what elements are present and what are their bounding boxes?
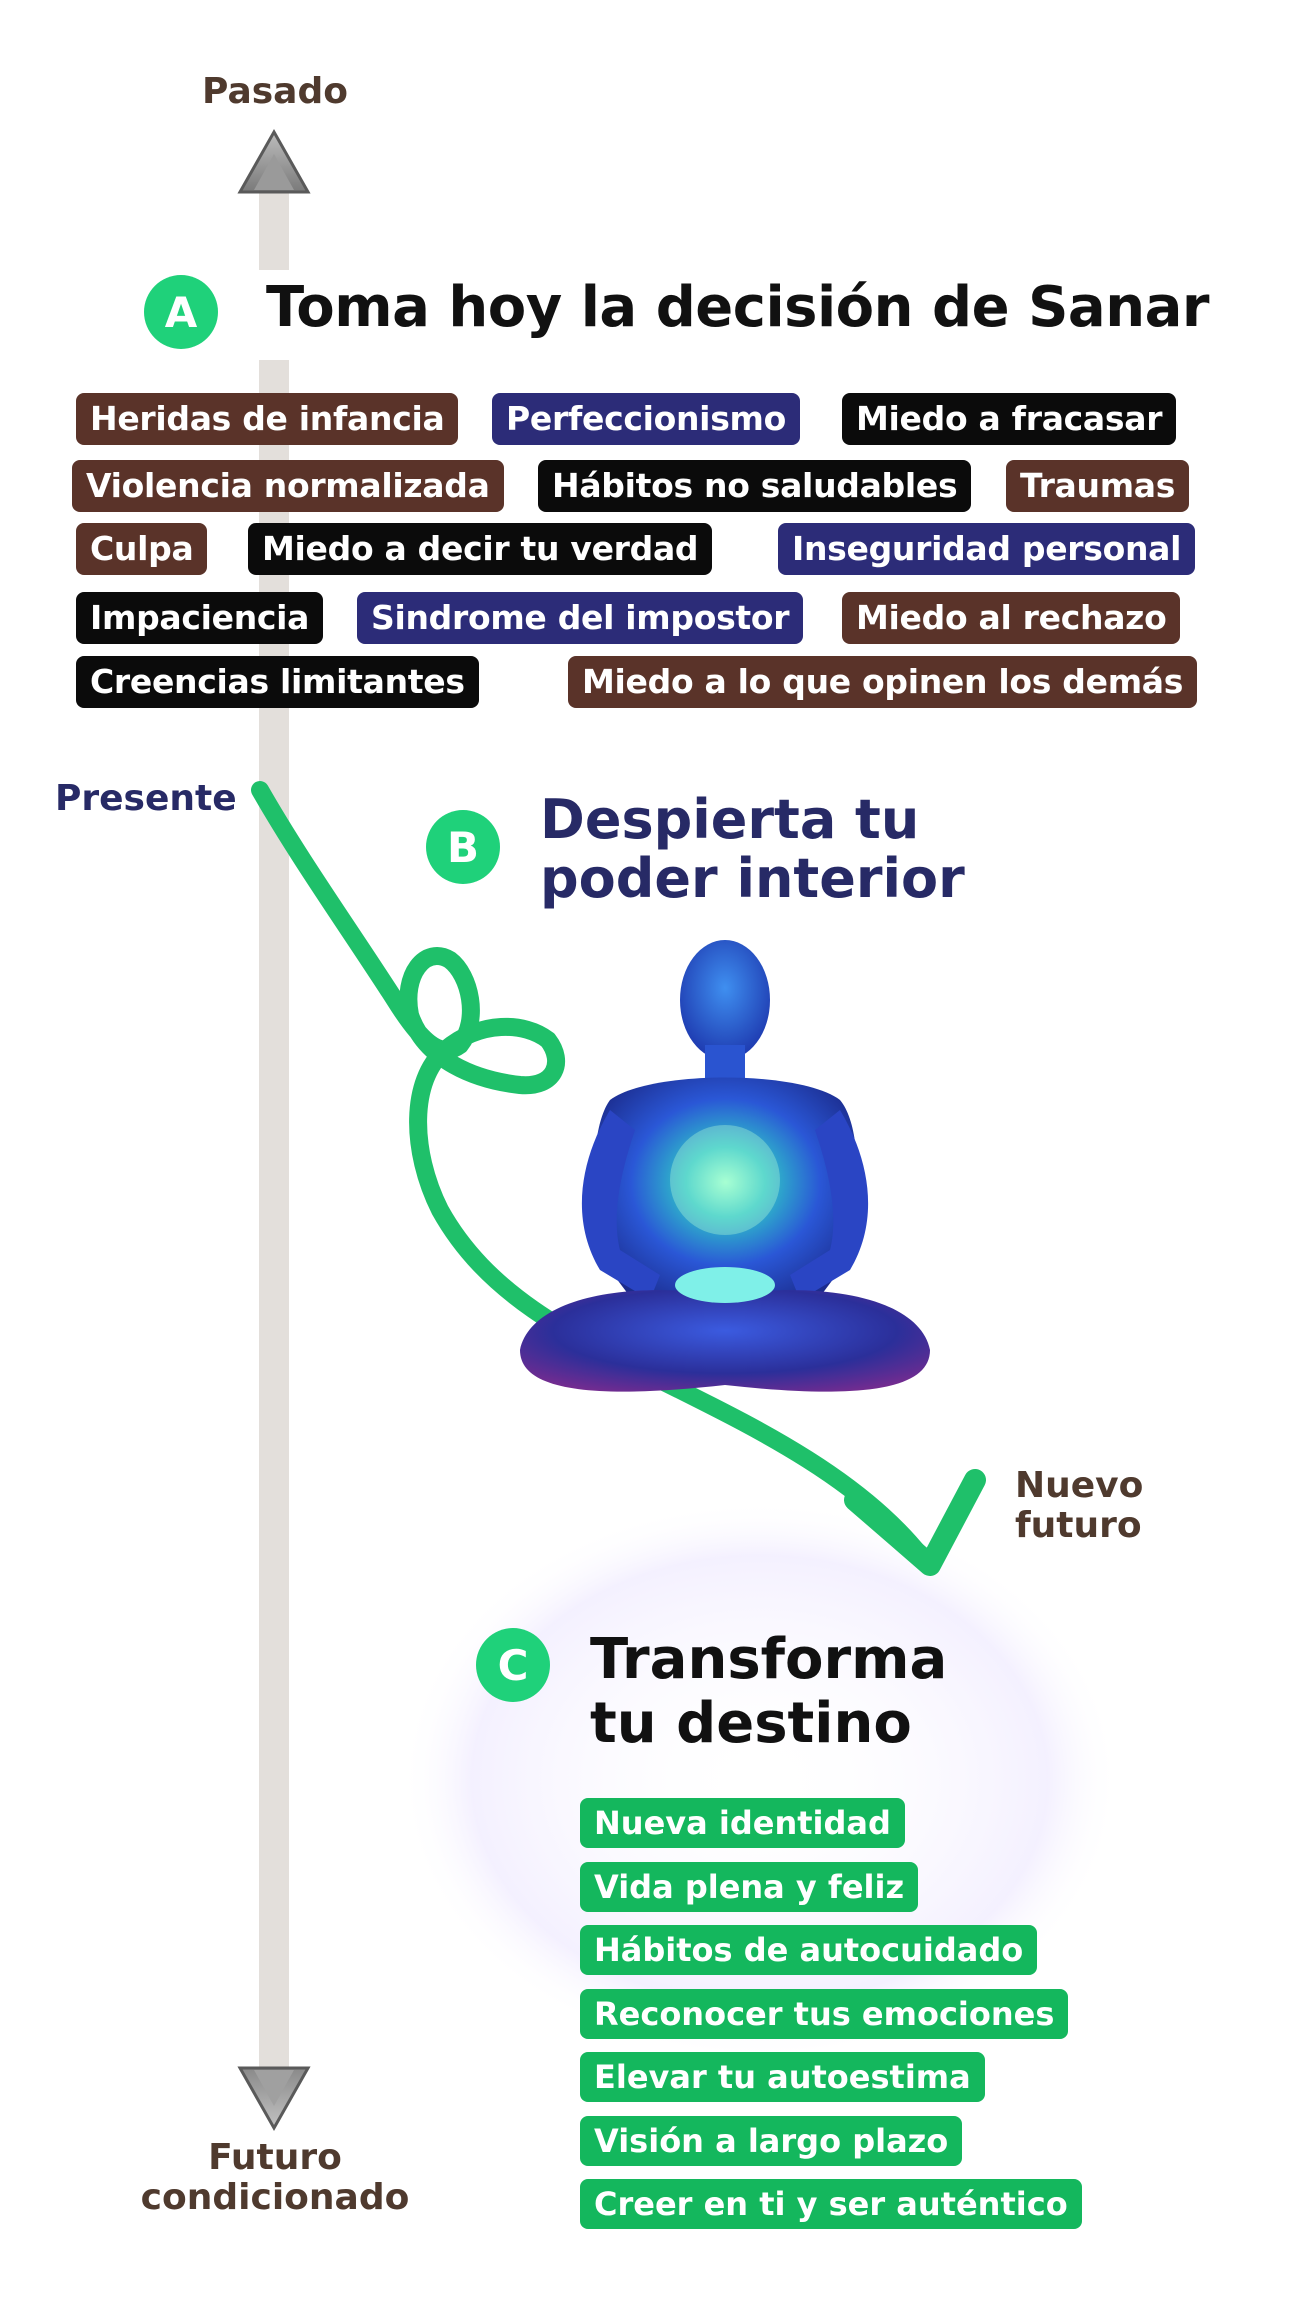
heading-c-line1: Transforma — [590, 1627, 948, 1692]
benefit-chip: Visión a largo plazo — [580, 2115, 963, 2166]
obstacle-chip: Sindrome del impostor — [357, 592, 804, 644]
label-present: Presente — [55, 778, 237, 819]
meditating-figure-illustration — [520, 940, 930, 1392]
heading-c-line2: tu destino — [590, 1691, 912, 1757]
benefit-chip: Creer en ti y ser auténtico — [580, 2179, 1082, 2229]
obstacle-chip: Traumas — [1006, 460, 1190, 512]
arrow-down-icon — [237, 2066, 311, 2132]
benefit-chip: Reconocer tus emociones — [580, 1988, 1069, 2039]
label-new-future-line1: Nuevo — [1015, 1465, 1144, 1506]
badge-a: A — [144, 275, 218, 349]
heading-a: Toma hoy la decisión de Sanar — [266, 275, 1209, 340]
label-future-line1: Futuro — [208, 2137, 342, 2178]
benefit-chip: Vida plena y feliz — [580, 1861, 919, 1912]
obstacle-chip: Miedo a decir tu verdad — [248, 523, 713, 575]
heading-c: Transforma tu destino — [590, 1627, 948, 1757]
arrow-up-icon — [237, 128, 311, 194]
obstacle-chip: Culpa — [76, 523, 208, 575]
badge-c: C — [476, 1628, 550, 1702]
benefit-chip: Nueva identidad — [580, 1798, 905, 1848]
heading-b-line2: poder interior — [540, 847, 965, 911]
heading-a-bg — [255, 270, 1215, 360]
benefit-chip: Hábitos de autocuidado — [580, 1925, 1038, 1975]
heading-b: Despierta tu poder interior — [540, 790, 965, 909]
heading-b-line1: Despierta tu — [540, 788, 920, 851]
obstacle-chip: Creencias limitantes — [76, 656, 479, 708]
obstacle-chip: Miedo a fracasar — [842, 393, 1177, 445]
label-past: Pasado — [202, 71, 348, 112]
obstacle-chip: Inseguridad personal — [778, 523, 1196, 575]
badge-b: B — [426, 810, 500, 884]
obstacle-chip: Violencia normalizada — [72, 460, 504, 512]
obstacle-chip: Hábitos no saludables — [538, 460, 972, 512]
glow-background — [400, 1500, 1120, 2060]
label-new-future: Nuevo futuro — [1015, 1466, 1143, 1545]
obstacle-chip: Perfeccionismo — [492, 393, 800, 445]
obstacle-chip: Impaciencia — [76, 592, 324, 644]
label-future-line2: condicionado — [140, 2176, 410, 2218]
obstacle-chip: Miedo a lo que opinen los demás — [568, 656, 1198, 708]
obstacle-chip: Heridas de infancia — [76, 393, 459, 445]
label-new-future-line2: futuro — [1015, 1504, 1142, 1546]
label-future: Futuro condicionado — [110, 2138, 440, 2217]
obstacle-chip: Miedo al rechazo — [842, 592, 1181, 644]
benefit-chip: Elevar tu autoestima — [580, 2052, 985, 2102]
